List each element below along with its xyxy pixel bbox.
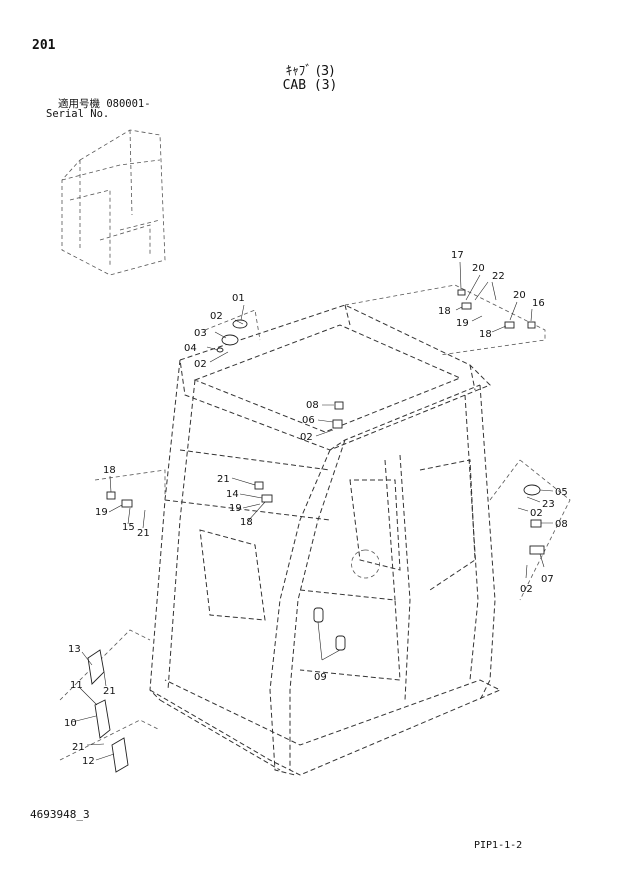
callout-label: 05 [555,487,568,498]
callout-label: 09 [314,672,327,683]
serial-label: Serial No. [46,108,110,120]
page-code: PIP1-1-2 [474,840,523,851]
serial-label-japanese: 適用号機 080001- [58,98,151,110]
cab-frame-drawing [59,284,571,776]
callout-label: 12 [82,756,95,767]
callout-label: 01 [232,293,245,304]
callout-label: 02 [530,508,543,519]
callout-label: 02 [520,584,533,595]
callout-label: 08 [555,519,568,530]
callout-label: 19 [95,507,108,518]
callout-label: 18 [103,465,116,476]
callout-label: 07 [541,574,554,585]
callout-label: 16 [532,298,545,309]
page-title-japanese: ｷｬﾌﾞ (3) [285,64,335,79]
callout-label: 19 [456,318,469,329]
callout-label: 23 [542,499,555,510]
callout-label: 21 [72,742,85,753]
callout-label: 18 [240,517,253,528]
callout-label: 21 [137,528,150,539]
callout-label: 17 [451,250,464,261]
callout-label: 02 [300,432,313,443]
callout-label: 21 [103,686,116,697]
callout-label: 02 [194,359,207,370]
cab-thumbnail [61,129,166,276]
callout-label: 14 [226,489,239,500]
callout-label: 03 [194,328,207,339]
callout-label: 13 [68,644,81,655]
callout-label: 02 [210,311,223,322]
callout-labels: 01 02 03 04 02 17 20 22 20 16 18 19 18 0… [64,250,568,767]
callout-label: 20 [472,263,485,274]
callout-label: 20 [513,290,526,301]
callout-label: 18 [438,306,451,317]
callout-label: 21 [217,474,230,485]
leader-lines [71,261,554,761]
callout-label: 18 [479,329,492,340]
callout-label: 04 [184,343,197,354]
callout-label: 19 [229,503,242,514]
page-number: 201 [32,38,56,53]
drawing-number: 4693948_3 [30,808,90,821]
callout-label: 10 [64,718,77,729]
callout-label: 15 [122,522,135,533]
page-title: CAB (3) [282,78,338,93]
callout-label: 11 [70,680,83,691]
callout-label: 22 [492,271,505,282]
cab-parts [87,289,545,773]
callout-label: 08 [306,400,319,411]
callout-label: 06 [302,415,315,426]
